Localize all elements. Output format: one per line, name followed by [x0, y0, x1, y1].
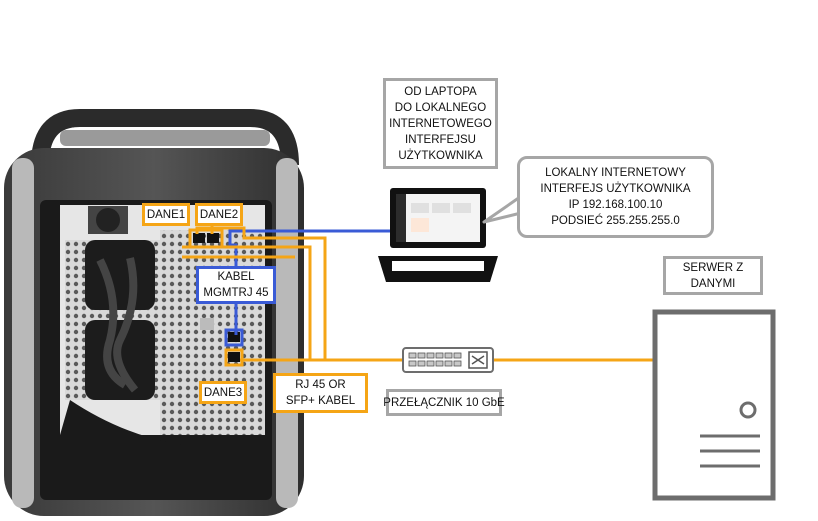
mgmt-cable-line-2: MGMTRJ 45 [203, 287, 269, 299]
data2-label: DANE2 [195, 203, 243, 226]
laptop-note-line-3: INTERNETOWEGO [389, 117, 492, 130]
mgmt-cable-label: KABEL MGMTRJ 45 [196, 266, 276, 304]
laptop-note-line-1: OD LAPTOPA [404, 85, 477, 98]
laptop-note-line-5: UŻYTKOWNIKA [398, 149, 483, 162]
mgmt-cable-line [228, 229, 390, 235]
server-icon [652, 309, 776, 501]
local-ui-subnet: PODSIEĆ 255.255.255.0 [551, 215, 680, 227]
network-switch-icon [402, 347, 494, 373]
laptop-icon [378, 188, 498, 282]
data-bus-line [182, 245, 312, 360]
laptop-note-line-4: INTERFEJSU [405, 133, 476, 146]
rj45-cable-label: RJ 45 OR SFP+ KABEL [273, 373, 368, 413]
data3-label: DANE3 [199, 381, 247, 404]
server-label-line-1: SERWER Z [682, 261, 744, 274]
local-ui-callout: LOKALNY INTERNETOWY INTERFEJS UŻYTKOWNIK… [517, 156, 714, 238]
rj45-cable-line-1: RJ 45 OR [295, 379, 346, 391]
mgmt-port-highlight [224, 328, 244, 347]
bubble-tail [482, 195, 526, 224]
server-label: SERWER Z DANYMI [663, 256, 763, 295]
laptop-connection-note: OD LAPTOPA DO LOKALNEGO INTERNETOWEGO IN… [383, 78, 498, 169]
laptop-note-line-2: DO LOKALNEGO [394, 101, 487, 114]
mgmt-cable-line-1: KABEL [217, 271, 255, 283]
local-ui-ip: IP 192.168.100.10 [568, 199, 663, 211]
data1-label: DANE1 [142, 203, 190, 226]
appliance-icon [4, 109, 304, 516]
switch-label: PRZEŁĄCZNIK 10 GbE [383, 389, 505, 416]
local-ui-line-1: LOKALNY INTERNETOWY [545, 167, 686, 179]
server-label-line-2: DANYMI [690, 277, 736, 290]
data-port-highlight [188, 228, 224, 249]
data3-port-highlight [224, 348, 244, 367]
rj45-cable-line-2: SFP+ KABEL [285, 395, 356, 407]
local-ui-line-2: INTERFEJS UŻYTKOWNIKA [540, 183, 691, 195]
